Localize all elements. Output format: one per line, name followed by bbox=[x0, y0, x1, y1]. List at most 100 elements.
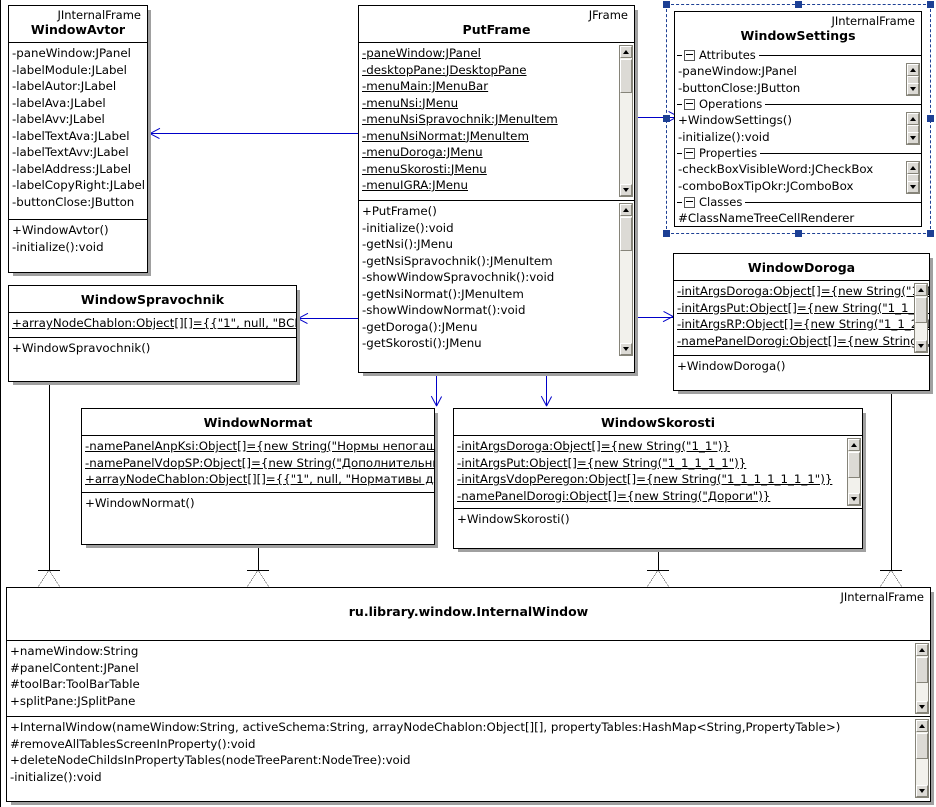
class-box-window-avtor[interactable]: JInternalFrame WindowAvtor -paneWindow:J… bbox=[8, 5, 148, 273]
group-properties[interactable]: Properties -checkBoxVisibleWord:JCheckBo… bbox=[675, 146, 921, 195]
member-row: -labelAva:JLabel bbox=[12, 95, 106, 110]
collapse-toggle-icon[interactable] bbox=[684, 197, 695, 208]
class-title: WindowSpravochnik bbox=[80, 292, 225, 307]
group-operations[interactable]: Operations +WindowSettings()-initialize(… bbox=[675, 97, 921, 146]
group-rows: -paneWindow:JPanel-buttonClose:JButton bbox=[675, 63, 921, 96]
attributes-compartment[interactable]: -initArgsDoroga:Object[]={new String("1_… bbox=[454, 436, 862, 509]
group-scrollbar[interactable] bbox=[906, 63, 920, 96]
member-row: +PutFrame() bbox=[362, 204, 437, 218]
member-row: +WindowSettings() bbox=[678, 113, 792, 127]
member-row: -menuIGRA:JMenu bbox=[362, 178, 469, 192]
resize-handle-w[interactable] bbox=[663, 115, 670, 122]
operations-compartment[interactable]: +WindowSpravochnik() bbox=[9, 338, 296, 379]
scroll-down-button[interactable] bbox=[907, 83, 919, 95]
scroll-up-button[interactable] bbox=[916, 644, 928, 656]
class-header-window-doroga: WindowDoroga bbox=[674, 254, 929, 281]
operations-compartment[interactable]: +PutFrame()-initialize():void-getNsi():J… bbox=[359, 201, 634, 361]
resize-handle-s[interactable] bbox=[795, 230, 802, 237]
operations-compartment[interactable]: +WindowDoroga() bbox=[674, 356, 929, 384]
scroll-thumb[interactable] bbox=[620, 59, 632, 93]
scroll-down-button[interactable] bbox=[907, 181, 919, 193]
dependency-putframe-windowavtor bbox=[149, 133, 359, 134]
attributes-compartment[interactable]: -namePanelAnpKsi:Object[]={new String("Н… bbox=[82, 436, 434, 493]
group-header-attributes[interactable]: Attributes bbox=[675, 48, 921, 63]
scroll-down-button[interactable] bbox=[915, 340, 927, 352]
scroll-up-button[interactable] bbox=[620, 204, 632, 216]
scroll-up-button[interactable] bbox=[907, 162, 919, 174]
class-box-window-doroga[interactable]: WindowDoroga -initArgsDoroga:Object[]={n… bbox=[673, 253, 930, 391]
operation-list: +WindowAvtor()-initialize():void bbox=[9, 220, 147, 257]
resize-handle-se[interactable] bbox=[927, 230, 934, 237]
member-row: -labelAutor:JLabel bbox=[12, 79, 117, 93]
group-attributes[interactable]: Attributes -paneWindow:JPanel-buttonClos… bbox=[675, 48, 921, 97]
member-row: -initialize():void bbox=[10, 769, 102, 784]
operations-compartment[interactable]: +WindowSkorosti() bbox=[454, 509, 862, 540]
class-box-window-settings[interactable]: JInternalFrame WindowSettings Attributes… bbox=[674, 11, 922, 227]
member-row: -showWindowSpravochnik():void bbox=[362, 270, 555, 284]
group-header-classes[interactable]: Classes bbox=[675, 195, 921, 210]
attributes-scrollbar[interactable] bbox=[914, 283, 928, 353]
dependency-putframe-windownormat bbox=[436, 374, 437, 406]
group-header-properties[interactable]: Properties bbox=[675, 146, 921, 161]
group-label: Attributes bbox=[699, 48, 756, 62]
class-box-put-frame[interactable]: JFrame PutFrame -paneWindow:JPanel-deskt… bbox=[358, 5, 635, 373]
resize-handle-n[interactable] bbox=[795, 1, 802, 8]
collapse-toggle-icon[interactable] bbox=[684, 50, 695, 61]
attributes-compartment[interactable]: +nameWindow:String#panelContent:JPanel#t… bbox=[7, 641, 930, 717]
resize-handle-e[interactable] bbox=[927, 115, 934, 122]
operations-scrollbar[interactable] bbox=[619, 203, 633, 356]
attributes-compartment[interactable]: +arrayNodeChablon:Object[][]={{"1", null… bbox=[9, 313, 296, 338]
dependency-putframe-windowsettings bbox=[633, 117, 678, 118]
resize-handle-sw[interactable] bbox=[663, 230, 670, 237]
operations-compartment[interactable]: +WindowNormat() bbox=[82, 493, 434, 538]
attributes-compartment[interactable]: -paneWindow:JPanel-desktopPane:JDesktopP… bbox=[359, 43, 634, 201]
scroll-thumb[interactable] bbox=[620, 217, 632, 251]
scroll-up-button[interactable] bbox=[915, 284, 927, 296]
attributes-compartment[interactable]: -initArgsDoroga:Object[]={new String("1_… bbox=[674, 281, 929, 356]
member-row: -paneWindow:JPanel bbox=[678, 64, 797, 78]
scroll-up-button[interactable] bbox=[907, 113, 919, 125]
scroll-thumb[interactable] bbox=[916, 657, 928, 683]
generalization-line-doroga bbox=[891, 394, 892, 570]
member-row: -menuSkorosti:JMenu bbox=[362, 161, 487, 176]
attributes-scrollbar[interactable] bbox=[619, 45, 633, 197]
group-scrollbar[interactable] bbox=[906, 161, 920, 194]
collapse-toggle-icon[interactable] bbox=[684, 99, 695, 110]
member-row: -getNsiSpravochnik():JMenuItem bbox=[362, 253, 553, 268]
collapse-toggle-icon[interactable] bbox=[684, 148, 695, 159]
resize-handle-nw[interactable] bbox=[663, 1, 670, 8]
scroll-up-button[interactable] bbox=[916, 720, 928, 732]
class-title: WindowSkorosti bbox=[600, 415, 716, 430]
scroll-down-button[interactable] bbox=[620, 343, 632, 355]
scroll-down-button[interactable] bbox=[907, 132, 919, 144]
class-title: WindowSettings bbox=[740, 28, 856, 43]
group-scrollbar[interactable] bbox=[906, 112, 920, 145]
class-stereotype: JFrame bbox=[588, 8, 628, 22]
scroll-up-button[interactable] bbox=[620, 46, 632, 58]
scroll-up-button[interactable] bbox=[848, 439, 860, 451]
scroll-down-button[interactable] bbox=[916, 701, 928, 713]
scroll-thumb[interactable] bbox=[848, 452, 860, 478]
attributes-scrollbar[interactable] bbox=[847, 438, 861, 506]
class-box-internal-window[interactable]: JInternalFrame ru.library.window.Interna… bbox=[6, 587, 931, 802]
scroll-thumb[interactable] bbox=[915, 297, 927, 323]
operations-compartment[interactable]: +WindowAvtor()-initialize():void bbox=[9, 220, 147, 261]
scroll-down-button[interactable] bbox=[848, 493, 860, 505]
group-header-operations[interactable]: Operations bbox=[675, 97, 921, 112]
attributes-compartment[interactable]: -paneWindow:JPanel-labelModule:JLabel-la… bbox=[9, 43, 147, 220]
operations-scrollbar[interactable] bbox=[915, 719, 929, 798]
attributes-scrollbar[interactable] bbox=[915, 643, 929, 714]
member-row: -comboBoxTipOkr:JComboBox bbox=[678, 178, 854, 193]
member-row: -getSkorosti():JMenu bbox=[362, 336, 482, 350]
operations-compartment[interactable]: +InternalWindow(nameWindow:String, activ… bbox=[7, 717, 930, 801]
scroll-thumb[interactable] bbox=[916, 733, 928, 759]
class-box-window-skorosti[interactable]: WindowSkorosti -initArgsDoroga:Object[]=… bbox=[453, 408, 863, 549]
group-classes[interactable]: Classes #ClassNameTreeCellRenderer bbox=[675, 195, 921, 226]
scroll-down-button[interactable] bbox=[916, 785, 928, 797]
scroll-up-button[interactable] bbox=[907, 64, 919, 76]
resize-handle-ne[interactable] bbox=[927, 1, 934, 8]
scroll-down-button[interactable] bbox=[620, 184, 632, 196]
class-box-window-normat[interactable]: WindowNormat -namePanelAnpKsi:Object[]={… bbox=[81, 408, 435, 545]
class-box-window-spravochnik[interactable]: WindowSpravochnik +arrayNodeChablon:Obje… bbox=[8, 285, 297, 382]
